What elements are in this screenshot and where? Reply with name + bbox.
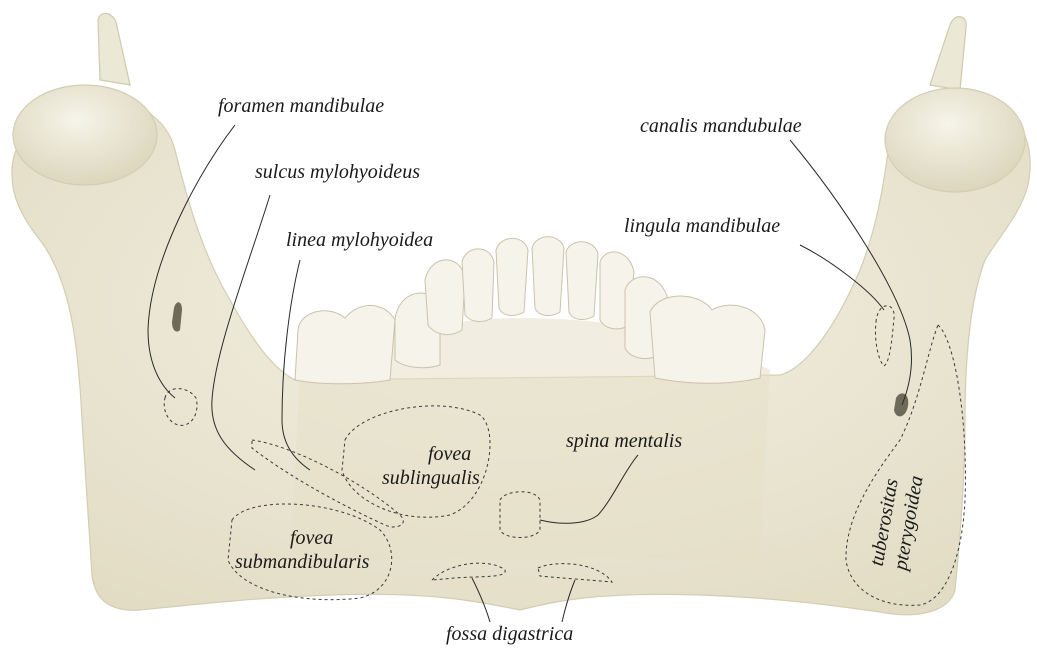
label-fovea-sublingualis-line1: fovea — [428, 443, 471, 465]
label-fovea-submandibularis-line2: submandibularis — [235, 551, 370, 573]
label-linea-mylohyoidea: linea mylohyoidea — [286, 229, 433, 251]
molar-left — [295, 305, 395, 383]
incisor-1 — [462, 249, 494, 322]
label-fossa-digastrica: fossa digastrica — [446, 623, 573, 645]
coronoid-left — [98, 13, 130, 85]
condyle-right — [885, 88, 1025, 192]
label-fovea-submandibularis-line1: fovea — [290, 527, 333, 549]
label-canalis-mandibulae: canalis mandubulae — [640, 115, 802, 137]
label-fovea-sublingualis-line2: sublingualis — [382, 467, 480, 489]
coronoid-right — [930, 17, 966, 90]
incisor-3 — [532, 237, 564, 316]
molar-right — [650, 296, 765, 383]
incisor-4 — [566, 242, 598, 320]
canine-left — [425, 260, 465, 335]
label-spina-mentalis: spina mentalis — [566, 430, 682, 452]
label-sulcus-mylohyoideus: sulcus mylohyoideus — [255, 161, 420, 183]
label-foramen-mandibulae: foramen mandibulae — [218, 95, 384, 117]
incisor-2 — [496, 238, 528, 315]
condyle-left — [13, 85, 157, 185]
label-lingula-mandibulae: lingula mandibulae — [624, 215, 780, 237]
